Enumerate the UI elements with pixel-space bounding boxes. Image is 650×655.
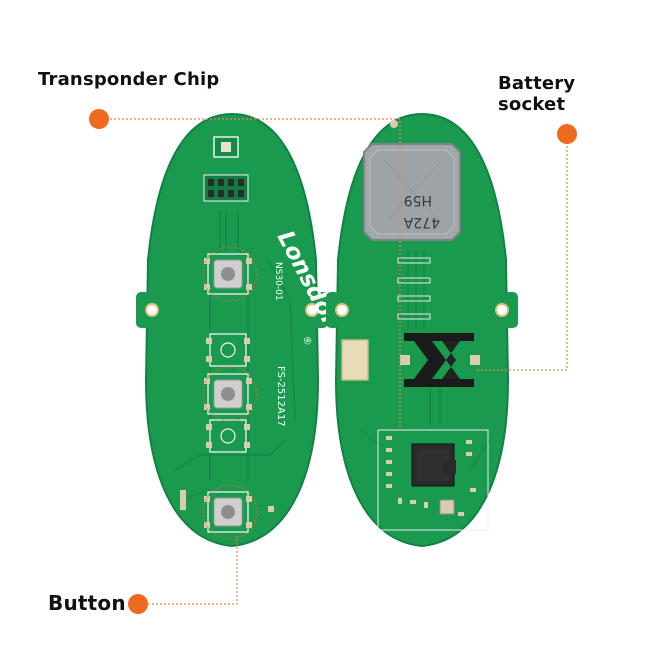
tact-button-2 [204,373,252,415]
button-callout-dot [128,594,148,614]
battery-label-line1: Battery [498,73,576,94]
battery-socket: 472A H59 [363,143,461,241]
mount-hole-left-back [335,303,349,317]
tact-button-1 [204,253,252,295]
part-number-silkscreen: FS-2512A17 [275,366,286,427]
tact-button-3 [204,491,252,533]
battery-label-line2: socket [498,93,566,115]
callout-leaders [110,118,568,605]
transponder-chip-callout-label: Transponder Chip [38,69,220,90]
mount-hole-right [305,303,319,317]
connector-pads [203,174,249,202]
transponder-chip [221,142,231,152]
battery-marking-2: H59 [404,192,432,208]
pcb-front-board: Lonsdor ® NS30-01 FS-2512A17 [136,112,344,548]
mount-hole-right-back [495,303,509,317]
pcb-back-board: 472A H59 [326,112,518,548]
model-silkscreen: NS30-01 [273,262,283,301]
mount-hole-left [145,303,159,317]
button-callout-label: Button [48,591,126,615]
button-footprint-2 [206,419,250,453]
battery-socket-callout-label: Battery socket [498,73,576,115]
button-footprint-1 [206,333,250,367]
battery-clip [400,333,480,387]
battery-marking-1: 472A [403,214,440,230]
battery-callout-dot [557,124,577,144]
rf-module [377,429,489,531]
contact-pad [341,339,369,381]
registered-mark: ® [299,334,313,348]
transponder-callout-dot [89,109,109,129]
